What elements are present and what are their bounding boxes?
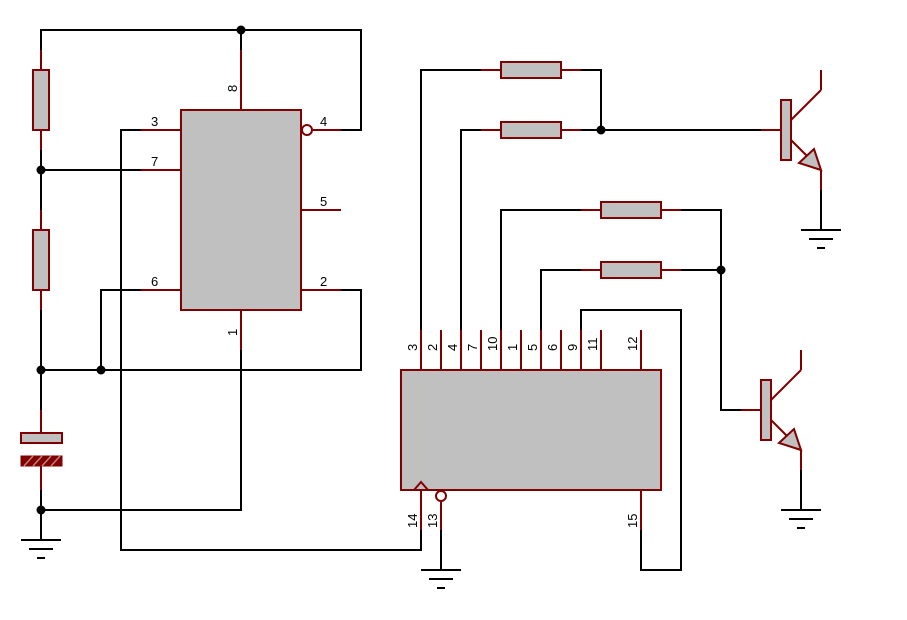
timer-pin-5-label: 5 xyxy=(320,194,327,209)
timer-ic: 8 4 3 7 5 6 2 1 xyxy=(141,50,341,350)
counter-pin-4-label: 4 xyxy=(445,344,460,351)
counter-pin-12-label: 12 xyxy=(625,337,640,351)
timer-pin-8-label: 8 xyxy=(225,85,240,92)
timer-pin-1-label: 1 xyxy=(225,329,240,336)
wires xyxy=(40,29,822,571)
timer-ic-body xyxy=(180,109,302,311)
resistor-icon xyxy=(581,201,681,219)
resistor-icon xyxy=(581,261,681,279)
inverted-pin-bubble xyxy=(435,490,447,502)
junction-dot xyxy=(36,505,46,515)
counter-pin-6-label: 6 xyxy=(545,344,560,351)
clock-input-marker xyxy=(413,480,429,491)
npn-transistor-icon xyxy=(761,70,823,190)
counter-pin-1-label: 1 xyxy=(505,344,520,351)
resistor-icon xyxy=(481,61,581,79)
resistor-icon xyxy=(32,210,50,310)
counter-pin-15-label: 15 xyxy=(625,514,640,528)
counter-pin-7-label: 7 xyxy=(465,344,480,351)
ground-icon xyxy=(801,229,841,249)
timer-pin-4-label: 4 xyxy=(320,114,327,129)
counter-pin-10-label: 10 xyxy=(485,337,500,351)
junction-dot xyxy=(716,265,726,275)
timer-pin-2-label: 2 xyxy=(320,274,327,289)
junction-dot xyxy=(36,165,46,175)
ground-icon xyxy=(421,569,461,589)
junction-dots xyxy=(36,25,726,515)
resistor-icon xyxy=(481,121,581,139)
counter-pin-14-label: 14 xyxy=(405,514,420,528)
junction-dot xyxy=(596,125,606,135)
ground-icon xyxy=(21,539,61,559)
counter-ic-body xyxy=(400,369,662,491)
ground-icon xyxy=(781,509,821,529)
resistor-icon xyxy=(32,50,50,150)
counter-pin-5-label: 5 xyxy=(525,344,540,351)
counter-ic: 3 2 4 7 10 1 5 6 9 11 12 14 13 15 xyxy=(400,330,662,530)
npn-transistor-icon xyxy=(741,350,803,470)
counter-pin-3-label: 3 xyxy=(405,344,420,351)
timer-pin-6-label: 6 xyxy=(151,274,158,289)
capacitor-icon xyxy=(20,410,63,490)
timer-pin-3-label: 3 xyxy=(151,114,158,129)
junction-dot xyxy=(236,25,246,35)
counter-pin-11-label: 11 xyxy=(585,338,600,352)
junction-dot xyxy=(36,365,46,375)
junction-dot xyxy=(96,365,106,375)
inverted-pin-bubble xyxy=(301,124,313,136)
counter-pin-2-label: 2 xyxy=(425,344,440,351)
timer-pin-7-label: 7 xyxy=(151,154,158,169)
counter-pin-9-label: 9 xyxy=(565,344,580,351)
counter-pin-13-label: 13 xyxy=(425,514,440,528)
